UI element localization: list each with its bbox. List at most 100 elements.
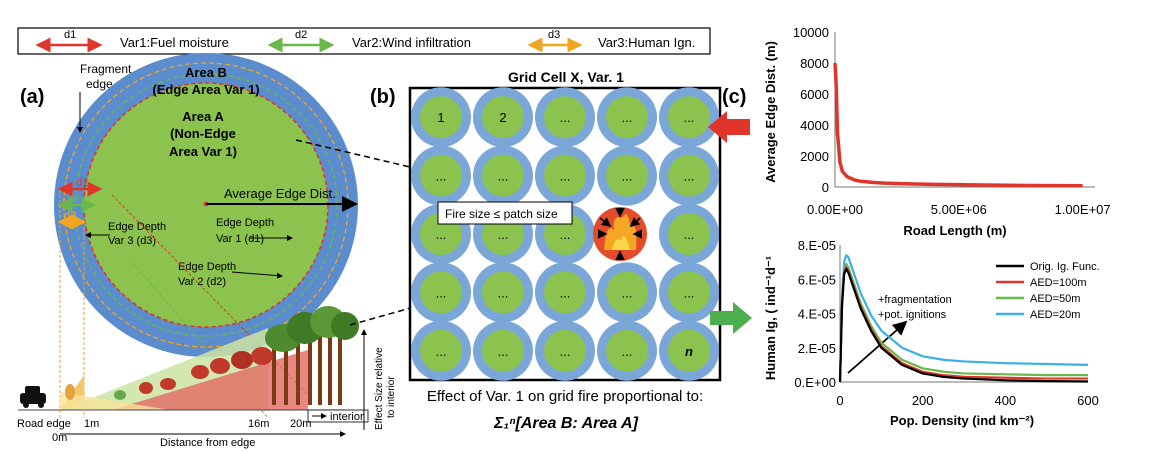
grid-caption: Effect of Var. 1 on grid fire proportion…: [427, 388, 703, 405]
profile-yellow-wedge: [60, 392, 170, 410]
grid-cell-core: [482, 329, 524, 372]
grid-formula: Σ₁ⁿ[Area B: Area A]: [493, 415, 638, 432]
panel-b-label: (b): [370, 86, 396, 108]
grid-cell: ...: [659, 145, 719, 206]
effect-size-label-2: to interior: [386, 376, 397, 418]
edge-depth-v1-label-2: Var 1 (d1): [216, 233, 264, 245]
tick-0m: 0m: [52, 432, 67, 444]
grid-cell: n: [659, 320, 719, 381]
area-a-subtitle-1: (Non-Edge: [170, 126, 236, 141]
bottom-chart-x-tick: 400: [994, 393, 1016, 408]
grid-cell-core: [482, 271, 524, 314]
d1-label: d1: [76, 177, 88, 189]
grid-cell: ...: [597, 87, 657, 148]
edge-depth-v3-label-2: Var 3 (d3): [108, 235, 156, 247]
grid-cell-core: [544, 154, 586, 197]
legend-entry: AED=20m: [1030, 309, 1080, 321]
top-chart-y-tick: 6000: [800, 87, 829, 102]
legend-var2: Var2:Wind infiltration: [352, 35, 471, 50]
area-b-title: Area B: [185, 65, 227, 80]
road-length-chart: Average Edge Dist. (m) Road Length (m) 0…: [763, 25, 1111, 238]
grid-cell-core: [606, 329, 648, 372]
grid-cell: ...: [535, 87, 595, 148]
grid-cell: ...: [473, 320, 533, 381]
grid-cell: 2: [473, 87, 533, 148]
interior-label: interior: [330, 411, 364, 423]
grid-cell-label: ...: [684, 169, 695, 184]
grid-cell: ...: [411, 145, 471, 206]
grid-cell-core: [482, 96, 524, 139]
legend-entry: AED=50m: [1030, 293, 1080, 305]
distance-axis-label: Distance from edge: [160, 437, 255, 449]
bottom-chart-series-line: [838, 267, 1089, 383]
red-arrow-left: [708, 111, 750, 143]
panel-b: (b) Grid Cell X, Var. 1 1 2..............…: [370, 69, 722, 432]
effect-size-label-1: Effect Size relative: [374, 347, 385, 430]
grid-cell-label: ...: [436, 169, 447, 184]
grid-cell-core: [606, 96, 648, 139]
grid-cell-label: ...: [436, 344, 447, 359]
bottom-chart-series-line: [838, 254, 1089, 383]
grid-cell: ...: [535, 320, 595, 381]
grid-cell: ...: [659, 262, 719, 323]
grid-cell-label: ...: [560, 169, 571, 184]
legend-var3: Var3:Human Ign.: [598, 35, 695, 50]
legend-d3-label: d3: [548, 29, 560, 41]
grid-cell-label: ...: [436, 227, 447, 242]
grid-cell-core: [544, 96, 586, 139]
bottom-chart-series-line: [838, 262, 1088, 383]
grid-cell-label: 2: [499, 110, 506, 125]
grid-cell-label: ...: [498, 169, 509, 184]
edge-profile: interior: [18, 306, 369, 423]
fire-note: Fire size ≤ patch size: [445, 207, 558, 221]
edge-depth-v3-label-1: Edge Depth: [108, 221, 166, 233]
grid-cell: ...: [411, 262, 471, 323]
grid-cell-core: [606, 271, 648, 314]
grid-cell-core: [420, 154, 462, 197]
grid-cell: ...: [597, 320, 657, 381]
grid-cell: ...: [659, 87, 719, 148]
edge-depth-v2-label-1: Edge Depth: [178, 261, 236, 273]
grid-title: Grid Cell X, Var. 1: [508, 69, 624, 85]
grid-cell-label: ...: [560, 110, 571, 125]
grid-cell-label: ...: [622, 344, 633, 359]
trees: [65, 306, 359, 405]
grid-cell-label: ...: [560, 227, 571, 242]
road-edge-label: Road edge: [17, 418, 71, 430]
profile-red-wedge: [112, 350, 308, 410]
grid-cell-label: ...: [622, 110, 633, 125]
grid-cell: ...: [535, 262, 595, 323]
bottom-chart-x-tick: 200: [912, 393, 934, 408]
legend-entry: Orig. Ig. Func.: [1030, 261, 1100, 273]
grid-cell-label: n: [685, 344, 693, 359]
edge-depth-v2-label-2: Var 2 (d2): [178, 276, 226, 288]
bottom-chart-y-tick: 8.E-05: [798, 238, 836, 253]
d2-label: d2: [68, 193, 80, 205]
grid-cell: 1: [411, 87, 471, 148]
grid-cell: ...: [659, 204, 719, 264]
top-chart-x-tick: 0.00E+00: [807, 202, 863, 217]
grid-cell-core: [420, 96, 462, 139]
top-chart-ylabel: Average Edge Dist. (m): [763, 41, 778, 183]
bottom-chart-y-tick: 2.E-05: [798, 341, 836, 356]
grid-cell-core: [544, 329, 586, 372]
grid-cell-label: ...: [498, 285, 509, 300]
top-chart-y-tick: 10000: [793, 25, 829, 40]
trend-arrow: [847, 320, 908, 374]
area-a-title: Area A: [182, 109, 224, 124]
panel-c: (c) Average Edge Dist. (m) Road Length (…: [722, 25, 1111, 428]
bottom-chart-y-tick: 6.E-05: [798, 272, 836, 287]
grid-cell-label: ...: [498, 227, 509, 242]
edge-depth-v2-pointer: [231, 271, 283, 279]
bottom-chart-x-tick: 600: [1077, 393, 1099, 408]
tick-1m: 1m: [84, 418, 99, 430]
panel-a: (a) Fragment edge Area B (Edge Area Var …: [17, 53, 397, 449]
grid-cell: ...: [597, 262, 657, 323]
grid-cell: ...: [535, 145, 595, 206]
grid-cell: ...: [473, 262, 533, 323]
fire-icon: [593, 207, 647, 261]
grid-cell-label: ...: [436, 285, 447, 300]
population-density-chart: Human Ig, ( ind⁻¹d⁻¹ Pop. Density (ind k…: [763, 238, 1100, 428]
panel-a-label: (a): [20, 86, 44, 108]
